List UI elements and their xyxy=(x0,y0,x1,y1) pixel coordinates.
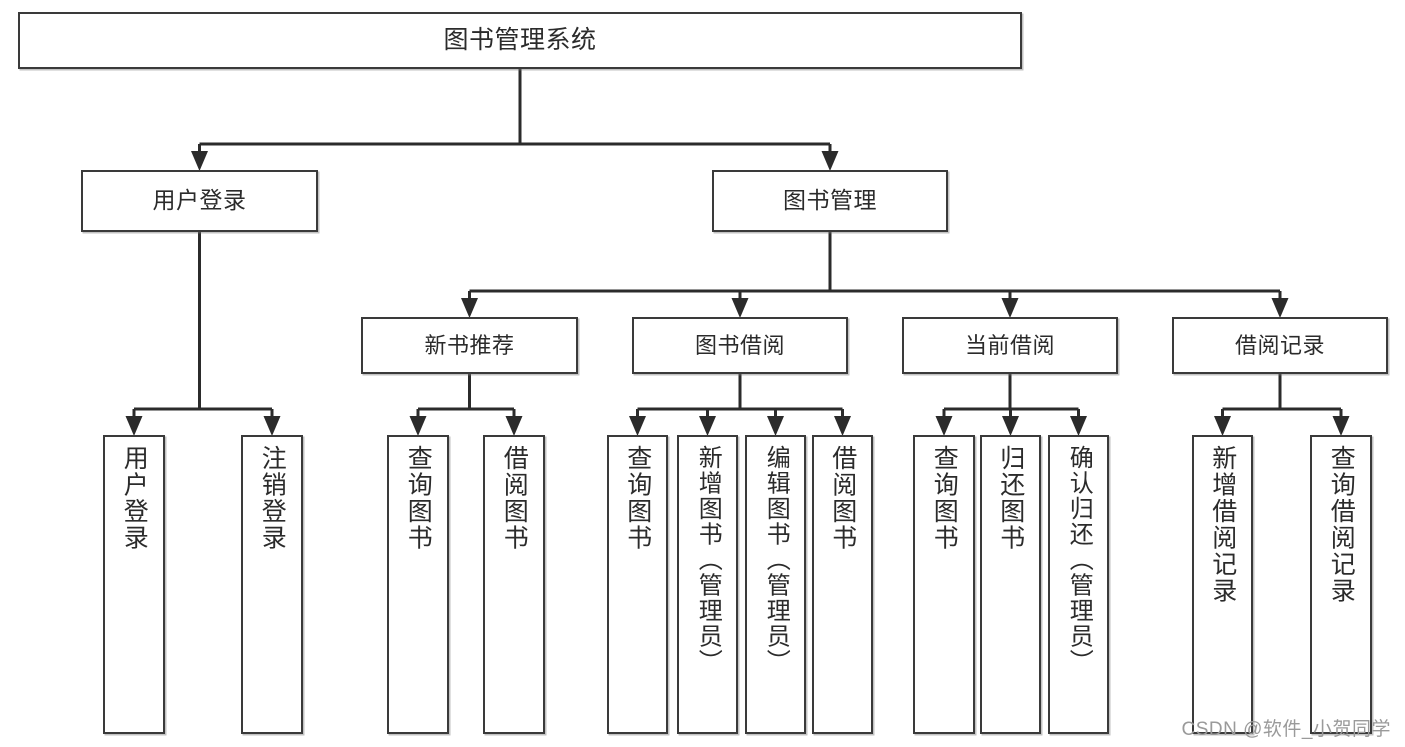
submodule-node-borrow-record[interactable]: 借阅记录 xyxy=(1172,317,1388,374)
leaf-node-leaf-borrow-book-2-label: 借阅图书 xyxy=(828,445,857,551)
arrowhead-icon xyxy=(1070,416,1087,436)
submodule-node-new-book-rec[interactable]: 新书推荐 xyxy=(361,317,578,374)
arrowhead-icon xyxy=(1271,298,1289,318)
root-node[interactable]: 图书管理系统 xyxy=(18,12,1022,69)
leaf-node-leaf-query-book-2[interactable]: 查询图书 xyxy=(607,435,668,734)
leaf-node-leaf-query-record[interactable]: 查询借阅记录 xyxy=(1310,435,1372,734)
root-node-label: 图书管理系统 xyxy=(443,25,597,54)
leaf-node-leaf-user-login-label: 用户登录 xyxy=(120,445,149,551)
leaf-node-leaf-confirm-return-label: 确认归还（管理员） xyxy=(1065,445,1093,675)
arrowhead-icon xyxy=(935,416,953,436)
module-node-user-login[interactable]: 用户登录 xyxy=(81,170,318,232)
arrowhead-icon xyxy=(767,416,784,436)
submodule-node-borrow-record-label: 借阅记录 xyxy=(1234,332,1325,358)
module-node-book-manage-label: 图书管理 xyxy=(783,187,877,214)
arrowhead-icon xyxy=(1332,416,1350,436)
watermark: CSDN @软件_小贺同学 xyxy=(1181,719,1391,740)
arrowhead-icon xyxy=(699,416,716,436)
submodule-node-new-book-rec-label: 新书推荐 xyxy=(424,332,515,358)
leaf-node-leaf-query-book-3[interactable]: 查询图书 xyxy=(913,435,975,734)
submodule-node-current-borrow[interactable]: 当前借阅 xyxy=(902,317,1118,374)
leaf-node-leaf-logout[interactable]: 注销登录 xyxy=(241,435,303,734)
arrowhead-icon xyxy=(731,298,749,318)
leaf-node-leaf-add-book[interactable]: 新增图书（管理员） xyxy=(677,435,738,734)
leaf-node-leaf-query-book-1-label: 查询图书 xyxy=(404,445,433,551)
leaf-node-leaf-logout-label: 注销登录 xyxy=(258,445,287,551)
leaf-node-leaf-add-record[interactable]: 新增借阅记录 xyxy=(1192,435,1253,734)
module-node-user-login-label: 用户登录 xyxy=(152,187,247,214)
arrowhead-icon xyxy=(629,416,646,436)
submodule-node-book-borrow[interactable]: 图书借阅 xyxy=(632,317,848,374)
arrowhead-icon xyxy=(125,416,143,436)
leaf-node-leaf-add-book-label: 新增图书（管理员） xyxy=(694,445,722,675)
leaf-node-leaf-borrow-book-2[interactable]: 借阅图书 xyxy=(812,435,873,734)
leaf-node-leaf-return-book[interactable]: 归还图书 xyxy=(980,435,1041,734)
arrowhead-icon xyxy=(191,151,208,171)
leaf-node-leaf-return-book-label: 归还图书 xyxy=(996,445,1025,551)
arrowhead-icon xyxy=(821,151,839,171)
leaf-node-leaf-query-record-label: 查询借阅记录 xyxy=(1327,445,1356,604)
leaf-node-leaf-query-book-1[interactable]: 查询图书 xyxy=(387,435,449,734)
leaf-node-leaf-edit-book[interactable]: 编辑图书（管理员） xyxy=(745,435,806,734)
arrowhead-icon xyxy=(1001,298,1019,318)
leaf-node-leaf-add-record-label: 新增借阅记录 xyxy=(1208,445,1237,604)
leaf-node-leaf-borrow-book-1[interactable]: 借阅图书 xyxy=(483,435,545,734)
leaf-node-leaf-query-book-2-label: 查询图书 xyxy=(623,445,652,551)
arrowhead-icon xyxy=(505,416,523,436)
leaf-node-leaf-query-book-3-label: 查询图书 xyxy=(930,445,959,551)
submodule-node-book-borrow-label: 图书借阅 xyxy=(694,332,785,358)
arrowhead-icon xyxy=(834,416,851,436)
leaf-node-leaf-edit-book-label: 编辑图书（管理员） xyxy=(762,445,790,675)
leaf-node-leaf-user-login[interactable]: 用户登录 xyxy=(103,435,165,734)
leaf-node-leaf-confirm-return[interactable]: 确认归还（管理员） xyxy=(1048,435,1109,734)
module-node-book-manage[interactable]: 图书管理 xyxy=(712,170,948,232)
arrowhead-icon xyxy=(1214,416,1231,436)
arrowhead-icon xyxy=(1002,416,1019,436)
arrowhead-icon xyxy=(461,298,478,318)
arrowhead-icon xyxy=(263,416,281,436)
leaf-node-leaf-borrow-book-1-label: 借阅图书 xyxy=(500,445,529,551)
submodule-node-current-borrow-label: 当前借阅 xyxy=(964,332,1055,358)
arrowhead-icon xyxy=(409,416,427,436)
